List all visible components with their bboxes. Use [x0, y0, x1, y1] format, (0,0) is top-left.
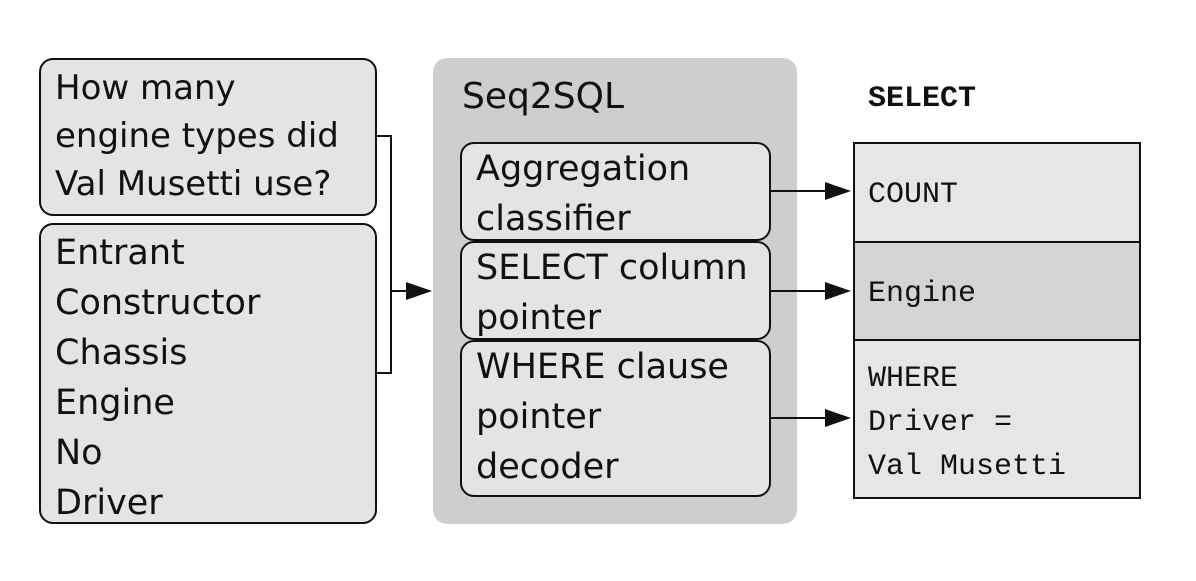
- columns-box: Entrant Constructor Chassis Engine No Dr…: [39, 223, 377, 524]
- where-arrow-head: [825, 409, 851, 427]
- column-item: Constructor: [55, 283, 261, 323]
- output-row-text: Engine: [868, 277, 977, 311]
- output-row-aggregation: COUNT: [853, 142, 1141, 243]
- column-item: Engine: [55, 383, 175, 423]
- output-row-text: COUNT: [868, 178, 959, 212]
- component-label: SELECT column pointer: [476, 248, 748, 338]
- question-text: How many engine types did Val Musetti us…: [55, 68, 339, 204]
- aggregation-arrow-head: [825, 182, 851, 200]
- where-clause-decoder-box: WHERE clause pointer decoder: [460, 340, 771, 497]
- output-row-text: WHERE Driver = Val Musetti: [868, 362, 1067, 484]
- output-row-where-clause: WHERE Driver = Val Musetti: [853, 339, 1141, 499]
- select-column-pointer-box: SELECT column pointer: [460, 241, 771, 340]
- columns-list: Entrant Constructor Chassis Engine No Dr…: [55, 228, 260, 528]
- panel-title: Seq2SQL: [462, 76, 624, 117]
- input-arrow-head: [406, 282, 432, 300]
- output-header: SELECT: [868, 82, 977, 116]
- component-label: WHERE clause pointer decoder: [476, 347, 729, 487]
- component-label: Aggregation classifier: [476, 149, 691, 239]
- column-item: Chassis: [55, 333, 188, 373]
- column-item: Entrant: [55, 233, 185, 273]
- column-item: No: [55, 433, 103, 473]
- column-item: Driver: [55, 483, 163, 523]
- select-arrow-head: [825, 282, 851, 300]
- question-box: How many engine types did Val Musetti us…: [39, 58, 377, 216]
- aggregation-classifier-box: Aggregation classifier: [460, 142, 771, 241]
- input-bracket: [377, 135, 406, 374]
